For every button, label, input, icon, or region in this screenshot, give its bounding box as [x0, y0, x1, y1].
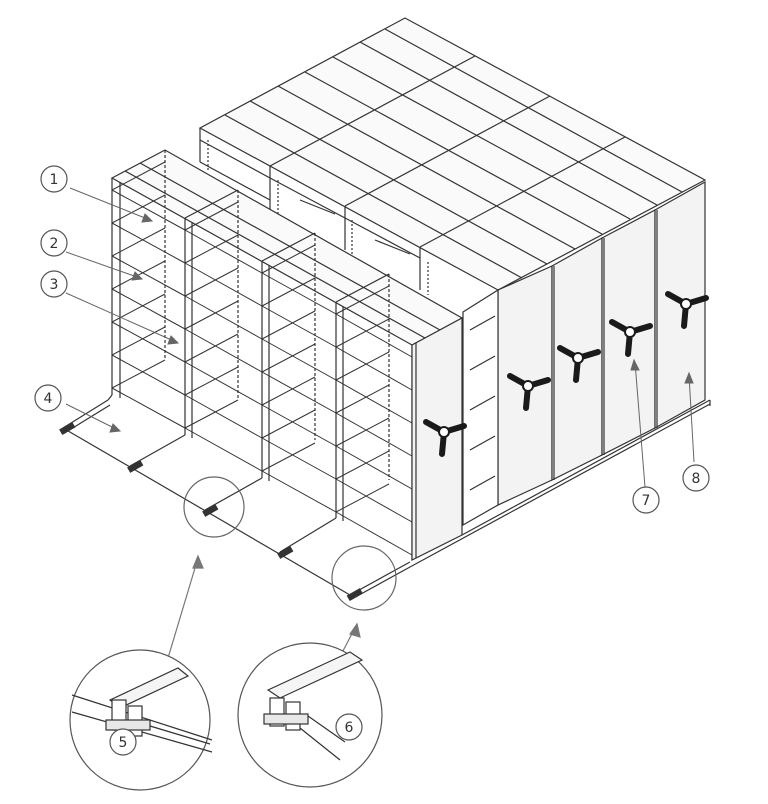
shelf-line [335, 285, 390, 315]
shelf-line [261, 310, 316, 340]
shelf-line [335, 384, 390, 414]
callout-label: 7 [642, 493, 651, 509]
callout-3: 3 [40, 270, 68, 298]
callout-label: 1 [50, 172, 59, 188]
shelf-edge [111, 222, 186, 264]
shelf-edge [184, 394, 263, 439]
shelf-edge [184, 262, 263, 307]
callout-label: 6 [345, 720, 354, 736]
shelf-edge [335, 511, 413, 556]
shelf-edge [335, 379, 413, 424]
end-panels [462, 180, 706, 527]
shelf-edge [261, 371, 337, 414]
callout-2: 2 [40, 229, 68, 257]
shelf-line [261, 442, 316, 472]
callout-label: 4 [44, 391, 53, 407]
shelf-line [261, 376, 316, 406]
tri-spoke-handle-icon [665, 291, 709, 329]
shelf-line [184, 267, 239, 297]
shelf-edge [111, 387, 186, 429]
shelf-edge [184, 328, 263, 373]
detail-view-5 [69, 649, 213, 791]
callout-label: 3 [50, 277, 59, 293]
shelf-edge [111, 189, 186, 231]
shelf-edge [261, 272, 337, 315]
callout-1: 1 [40, 165, 68, 193]
shelf-line [335, 318, 390, 348]
shelf-line [111, 161, 166, 191]
shelf-edge [184, 361, 263, 406]
front-end-panel [411, 316, 463, 561]
tri-spoke-handle-icon [423, 419, 467, 457]
detail-view-6 [237, 642, 383, 788]
front-shelving-block [110, 149, 464, 560]
shelf-line [335, 450, 390, 480]
shelf-line [111, 359, 166, 389]
shelf-line [261, 277, 316, 307]
callout-circle [40, 165, 68, 193]
shelf-edge [335, 445, 413, 490]
detail-markers [183, 476, 397, 611]
shelf-line [335, 417, 390, 447]
shelf-line [335, 483, 390, 513]
shelf-edge [111, 288, 186, 330]
shelf-edge [261, 437, 337, 480]
shelf-line [335, 351, 390, 381]
shelf-levels [111, 161, 413, 556]
handwheels [423, 291, 709, 457]
shelf-line [261, 343, 316, 373]
callout-7: 7 [632, 486, 660, 514]
callout-circle [109, 728, 137, 756]
shelf-edge [184, 427, 263, 472]
shelf-edge [335, 313, 413, 358]
shelf-line [184, 201, 239, 231]
shelf-edge [261, 404, 337, 447]
shelf-edge [335, 346, 413, 391]
callout-circle [40, 229, 68, 257]
shelf-line [111, 227, 166, 257]
callout-5: 5 [109, 728, 137, 756]
shelf-edge [335, 478, 413, 523]
shelf-edge [261, 470, 337, 513]
shelf-line [184, 234, 239, 264]
shelf-line [184, 333, 239, 363]
shelf-edge [261, 338, 337, 381]
callout-label: 8 [692, 471, 701, 487]
shelf-edge [184, 295, 263, 340]
callout-4: 4 [34, 384, 62, 412]
shelf-line [111, 326, 166, 356]
callout-label: 5 [119, 735, 128, 751]
callout-6: 6 [335, 713, 363, 741]
shelf-edge [111, 321, 186, 363]
shelf-line [261, 244, 316, 274]
shelf-line [184, 300, 239, 330]
shelf-line [184, 399, 239, 429]
shelf-edge [111, 354, 186, 396]
shelf-line [184, 366, 239, 396]
callout-8: 8 [682, 464, 710, 492]
shelf-edge [335, 412, 413, 457]
shelf-line [261, 409, 316, 439]
callout-label: 2 [50, 236, 59, 252]
shelf-edge [261, 305, 337, 348]
callout-badges: 1 2 3 4 5 6 7 8 [34, 165, 710, 756]
callout-circle [682, 464, 710, 492]
tri-spoke-handle-icon [507, 373, 551, 411]
back-shelving-block [198, 17, 707, 295]
tri-spoke-handle-icon [557, 345, 601, 383]
shelf-edge [111, 255, 186, 297]
callout-circle [40, 270, 68, 298]
shelf-line [111, 194, 166, 224]
shelf-edge [184, 229, 263, 274]
floor-rails [59, 394, 711, 602]
callout-circle [34, 384, 62, 412]
callout-circle [632, 486, 660, 514]
callout-circle [335, 713, 363, 741]
tri-spoke-handle-icon [609, 319, 653, 357]
callout-leaders [65, 187, 695, 488]
